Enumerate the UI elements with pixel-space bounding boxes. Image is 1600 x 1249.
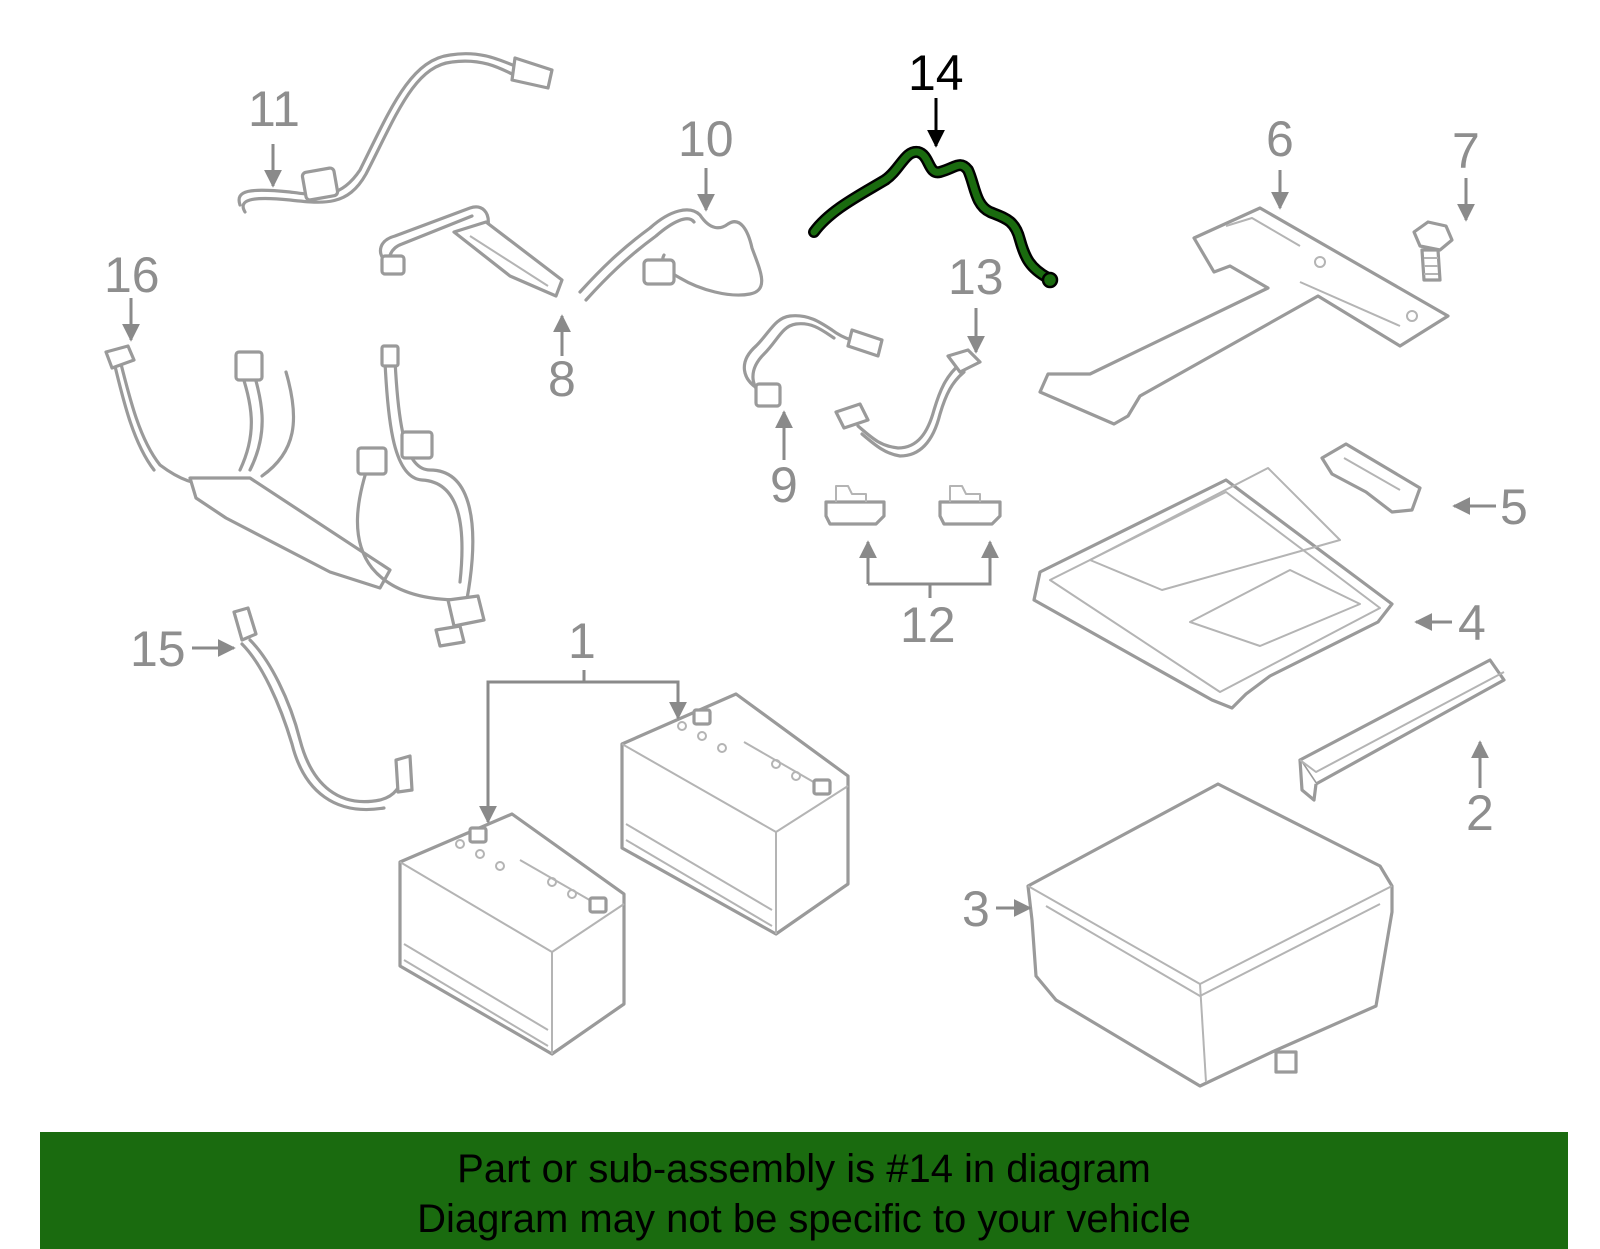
callout-1: 1	[568, 613, 596, 669]
part-1-battery-front[interactable]	[398, 812, 626, 1056]
callout-3: 3	[962, 881, 990, 937]
callout-11: 11	[248, 81, 300, 137]
part-16-wiring-harness[interactable]	[104, 344, 486, 648]
part-15-cable[interactable]	[232, 606, 414, 811]
callout-14: 14	[908, 45, 964, 101]
callout-2: 2	[1466, 785, 1494, 841]
part-9-cable[interactable]	[742, 314, 884, 408]
part-7-bolt[interactable]	[1412, 220, 1454, 282]
footer-line-2: Diagram may not be specific to your vehi…	[417, 1197, 1191, 1241]
part-13-cable[interactable]	[834, 348, 982, 458]
part-3-battery-tray[interactable]	[1026, 782, 1394, 1088]
callout-13: 13	[948, 249, 1004, 305]
footer-line-1: Part or sub-assembly is #14 in diagram	[457, 1147, 1151, 1191]
footer-banner: Part or sub-assembly is #14 in diagram D…	[40, 1132, 1568, 1249]
part-4-tray-cover[interactable]	[1032, 467, 1394, 710]
part-2-rail[interactable]	[1298, 658, 1506, 802]
part-5-bracket[interactable]	[1320, 442, 1422, 514]
callout-leaders	[122, 98, 1496, 917]
callout-7: 7	[1452, 123, 1480, 179]
callout-16: 16	[104, 247, 160, 303]
part-14-cable-highlighted[interactable]	[808, 146, 1059, 289]
callout-12: 12	[900, 597, 956, 653]
callout-4: 4	[1458, 595, 1486, 651]
part-11-cable[interactable]	[237, 52, 554, 214]
callout-labels: 1 2 3 4 5 6 7 8 9 10 11 12 13 14 15 16	[104, 45, 1528, 937]
callout-5: 5	[1500, 479, 1528, 535]
callout-9: 9	[770, 457, 798, 513]
callout-6: 6	[1266, 111, 1294, 167]
part-6-bracket[interactable]	[1038, 206, 1450, 426]
part-10-wiring[interactable]	[578, 208, 764, 302]
part-8-bracket-cable[interactable]	[378, 205, 564, 298]
part-12-clips[interactable]	[824, 485, 1002, 526]
part-1-battery-rear[interactable]	[620, 692, 850, 936]
callout-10: 10	[678, 111, 734, 167]
callout-8: 8	[548, 351, 576, 407]
callout-15: 15	[130, 621, 186, 677]
